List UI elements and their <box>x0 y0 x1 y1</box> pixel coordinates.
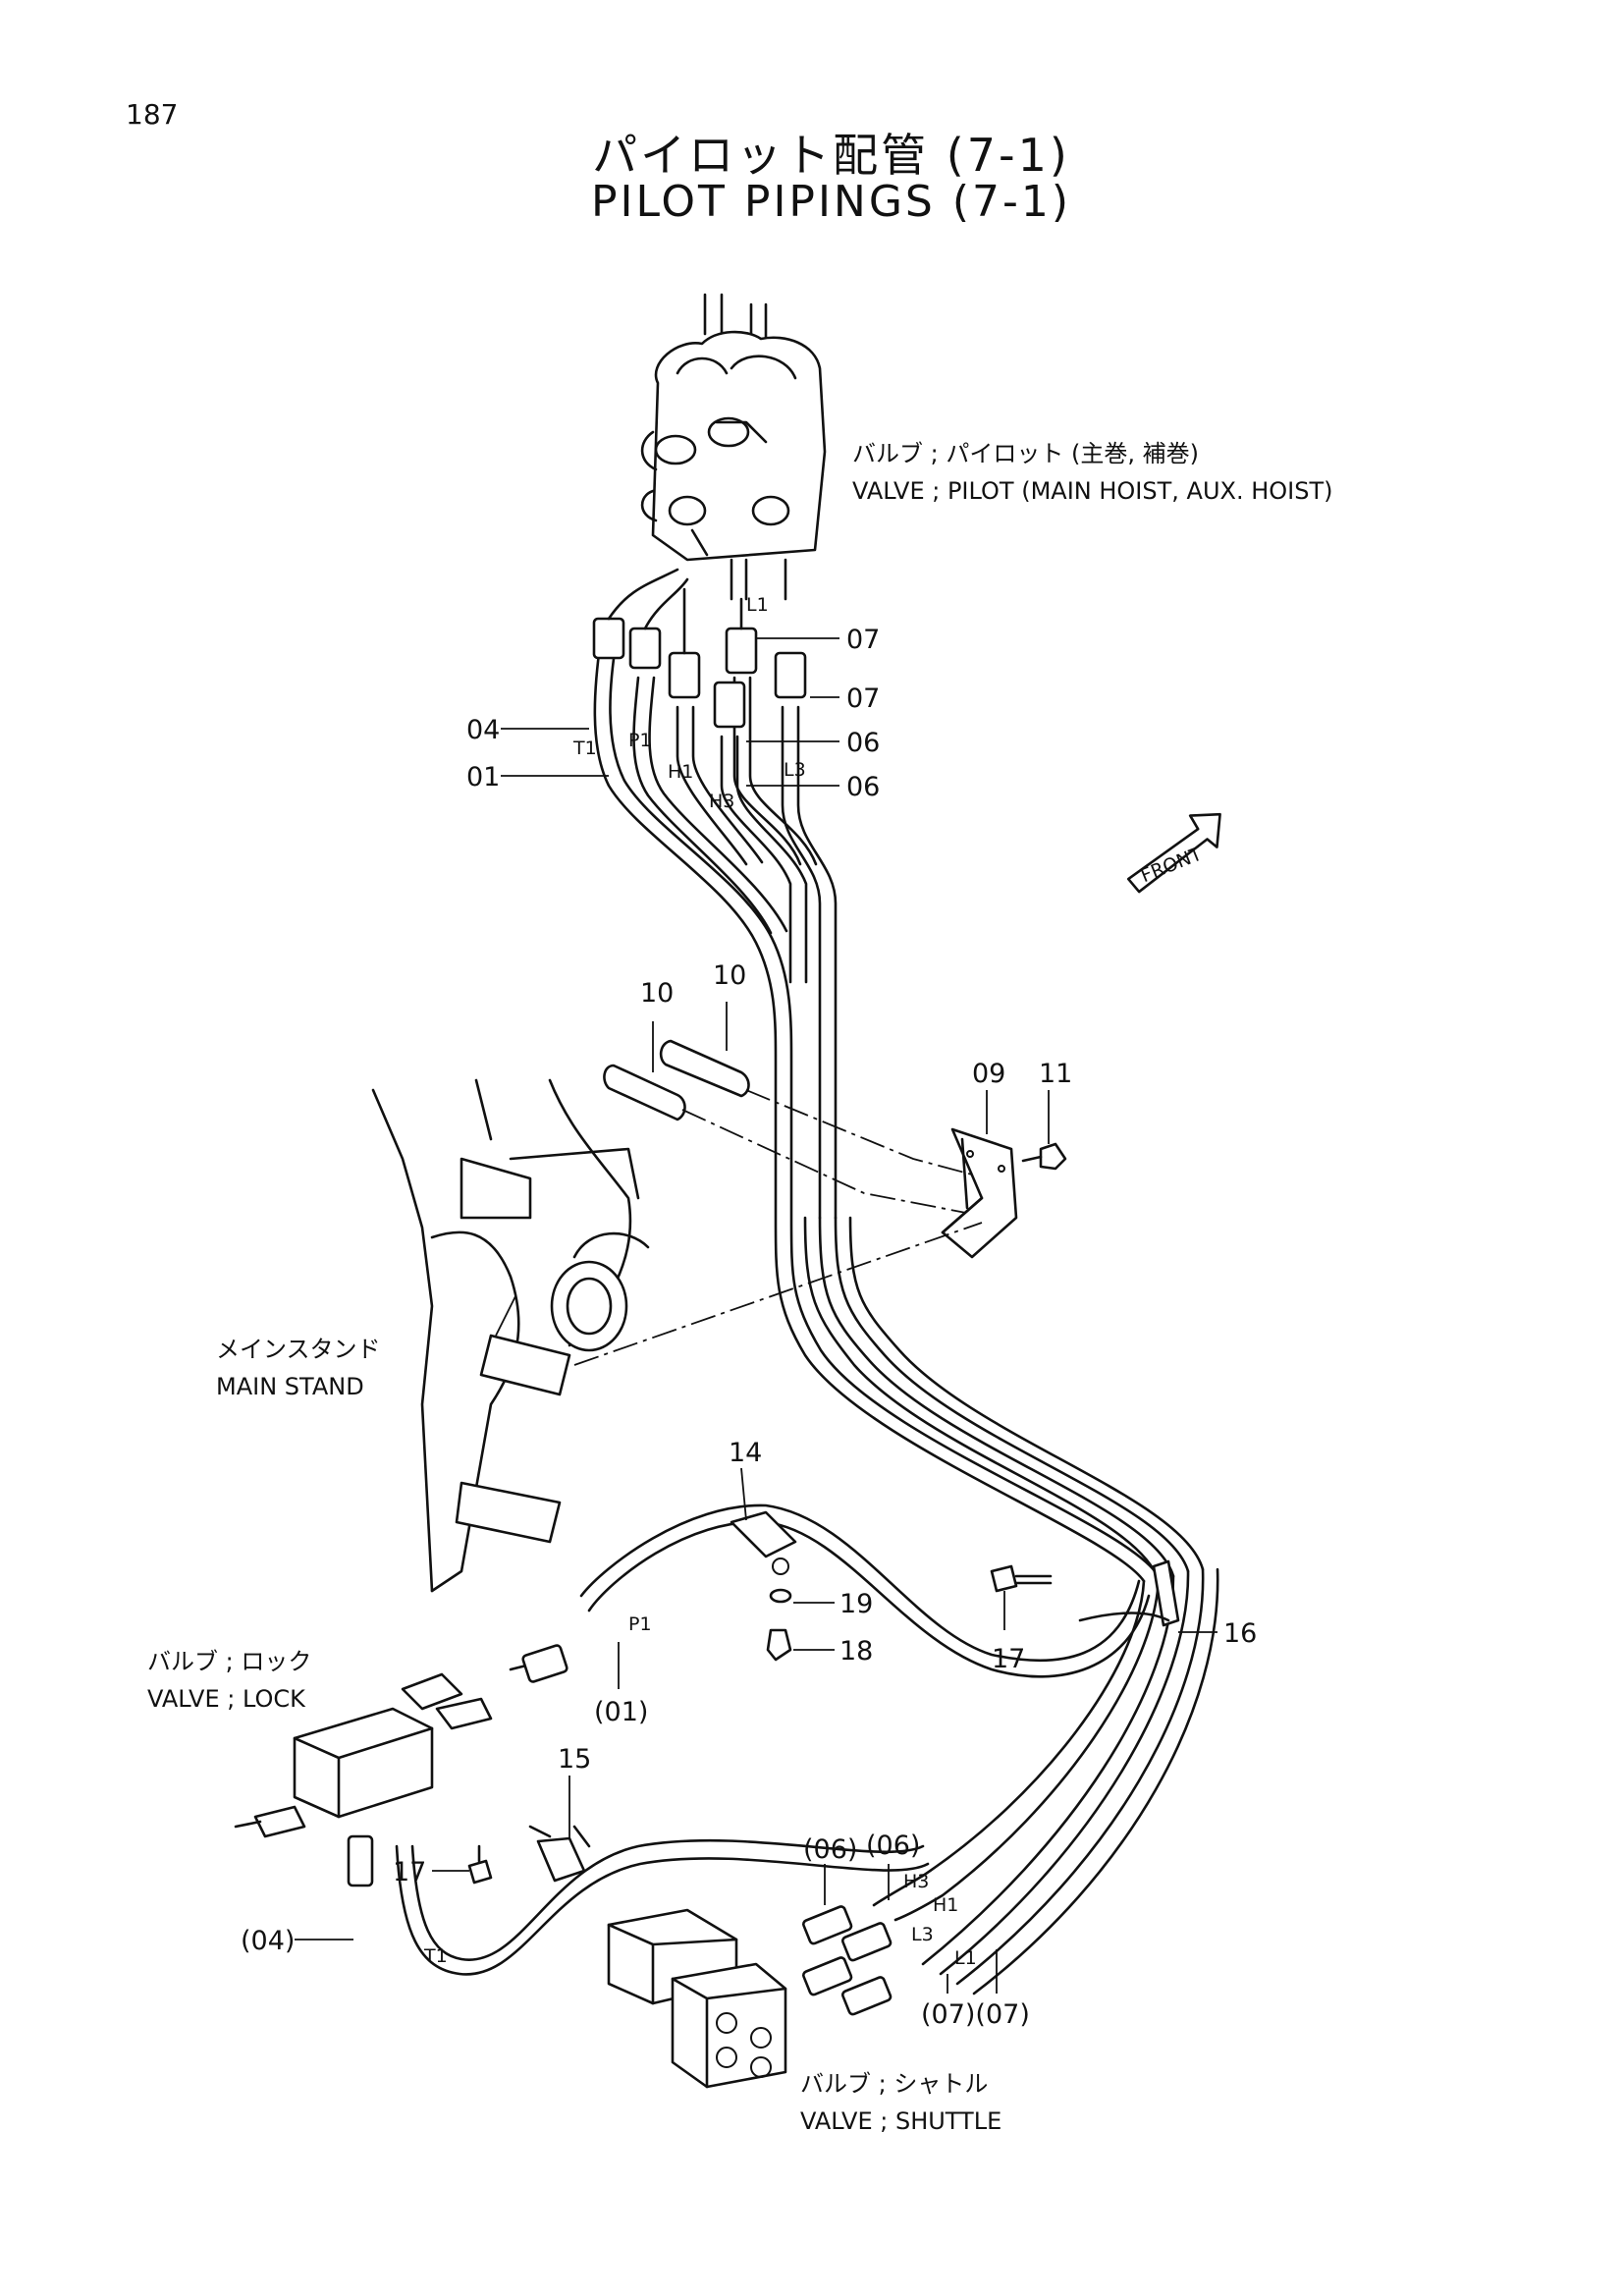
callout-16: 16 <box>1223 1618 1257 1649</box>
lock-valve-drawing <box>234 1644 568 1887</box>
main-stand-label-en: MAIN STAND <box>216 1373 364 1400</box>
callout-17-upper: 17 <box>992 1644 1025 1674</box>
callout-04-paren: (04) <box>241 1926 295 1956</box>
callout-07-paren-pair: (07)(07) <box>921 1999 1030 2030</box>
callout-01-paren: (01) <box>594 1697 648 1727</box>
callout-19: 19 <box>839 1589 873 1619</box>
valve-pilot-label-en: VALVE ; PILOT (MAIN HOIST, AUX. HOIST) <box>852 477 1332 505</box>
clamp-16 <box>1078 1559 1180 1627</box>
port-label-l3-top: L3 <box>784 759 806 781</box>
callout-09: 09 <box>972 1059 1005 1089</box>
washer-19 <box>769 1588 792 1604</box>
pilot-valve-drawing <box>640 293 827 601</box>
valve-shuttle-label-ja: バルブ ; シャトル <box>800 2070 988 2098</box>
port-label-t1-lock: T1 <box>423 1945 448 1967</box>
callout-06-paren-right: (06) <box>866 1831 920 1861</box>
top-fittings <box>592 568 807 729</box>
spacer-bars <box>603 1039 993 1219</box>
bracket-09 <box>941 1127 1018 1259</box>
leader-lines <box>295 637 1217 1994</box>
bolt-11 <box>1021 1142 1067 1171</box>
callout-07-upper: 07 <box>846 625 880 655</box>
clamp-15 <box>528 1825 591 1883</box>
callout-15: 15 <box>558 1744 591 1775</box>
port-label-l1-top: L1 <box>746 594 769 616</box>
callout-10-right: 10 <box>713 960 746 991</box>
callout-06-upper: 06 <box>846 728 880 758</box>
bolt-18 <box>766 1628 792 1662</box>
port-label-h3-top: H3 <box>709 791 734 812</box>
callout-10-left: 10 <box>640 978 674 1009</box>
port-label-h1-top: H1 <box>668 761 693 783</box>
valve-lock-label-ja: バルブ ; ロック <box>147 1648 311 1675</box>
port-label-h3-bottom: H3 <box>903 1871 929 1892</box>
clamp-14 <box>730 1510 797 1575</box>
main-stand-label-ja: メインスタンド <box>216 1336 381 1363</box>
pilot-hose-bundle <box>395 636 1219 1995</box>
callout-06-paren-left: (06) <box>803 1834 857 1865</box>
port-label-l3-bottom: L3 <box>911 1924 934 1945</box>
page-number: 187 <box>126 98 179 131</box>
callout-17-lower: 17 <box>393 1857 426 1887</box>
page-title-english: PILOT PIPINGS (7-1) <box>590 177 1072 227</box>
main-stand-drawing <box>371 1078 983 1593</box>
callout-14: 14 <box>729 1438 762 1468</box>
valve-lock-label-en: VALVE ; LOCK <box>147 1685 306 1713</box>
bolt-17-lower <box>467 1844 493 1885</box>
callout-11: 11 <box>1039 1059 1072 1089</box>
port-label-p1-lock: P1 <box>628 1613 652 1635</box>
port-label-t1-top: T1 <box>572 738 597 759</box>
callout-04: 04 <box>466 715 500 745</box>
port-label-h1-bottom: H1 <box>933 1894 958 1916</box>
valve-pilot-label-ja: バルブ ; パイロット (主巻, 補巻) <box>852 440 1199 467</box>
page-title-japanese: パイロット配管 (7-1) <box>592 129 1070 182</box>
valve-shuttle-label-en: VALVE ; SHUTTLE <box>800 2107 1001 2135</box>
callout-01: 01 <box>466 762 500 793</box>
callout-06-lower: 06 <box>846 772 880 802</box>
callout-07-lower: 07 <box>846 683 880 714</box>
callout-18: 18 <box>839 1636 873 1667</box>
port-label-l1-bottom: L1 <box>954 1947 977 1969</box>
front-arrow <box>1126 812 1221 894</box>
shuttle-valve-drawing <box>607 1905 893 2089</box>
bolt-17-upper <box>990 1564 1053 1593</box>
port-label-p1-top: P1 <box>628 730 652 751</box>
